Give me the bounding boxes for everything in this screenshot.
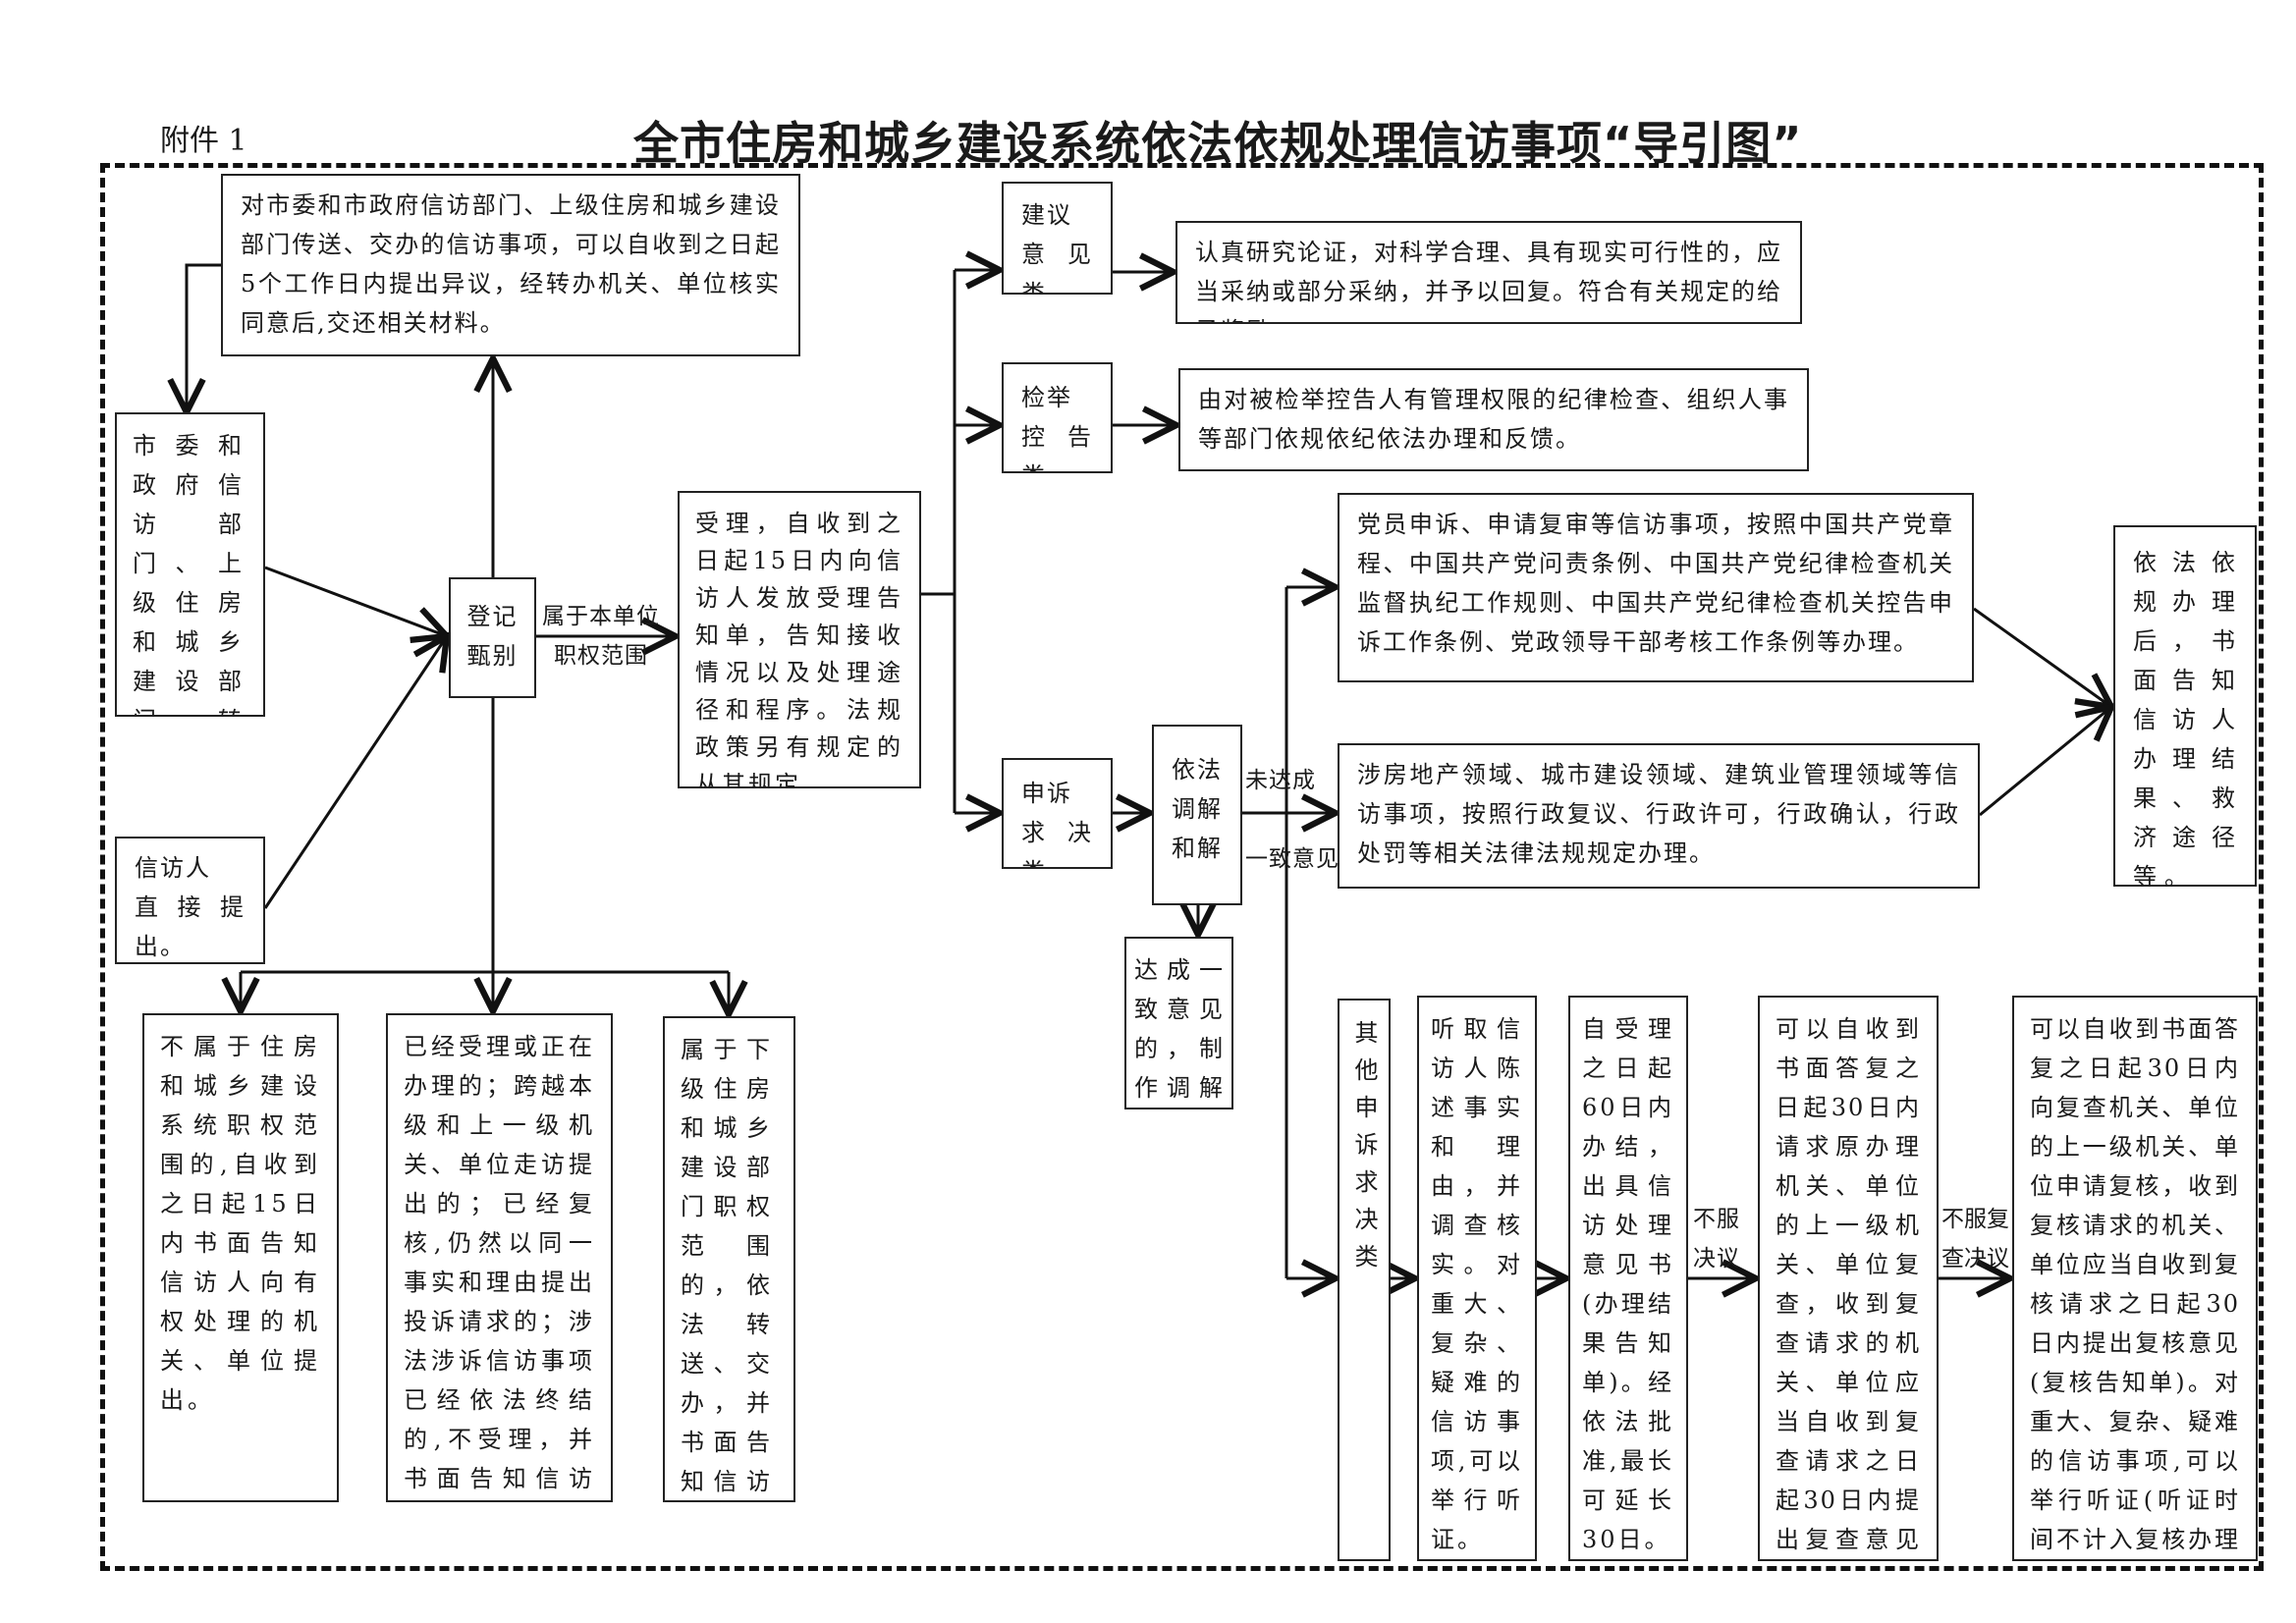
review-text: 可以自收到书面答复之日起30日内请求原办理机关、单位的上一级机关、单位复查，收到… — [1776, 1015, 1921, 1553]
not-in-scope-text: 不属于住房和城乡建设系统职权范围的,自收到之日起15日内书面告知信访人向有权处理… — [160, 1033, 321, 1414]
suggestion-handling-text: 认真研究论证，对科学合理、具有现实可行性的，应当采纳或部分采纳，并予以回复。符合… — [1195, 239, 1782, 322]
registration-text: 登记 甄别 — [466, 603, 519, 670]
appeal-category-box: 申诉 求决类 — [1002, 758, 1113, 869]
acceptance-text: 受理，自收到之日起15日内向信访人发放受理告知单，告知接收情况以及处理途径和程序… — [695, 510, 903, 788]
suggestion-category-box: 建议 意见类 — [1002, 182, 1113, 295]
report-category-text: 检举 控告类 — [1021, 384, 1093, 471]
mediation-text: 依法 调解 和解 — [1172, 756, 1223, 862]
already-handled-box: 已经受理或正在办理的；跨越本级和上一级机关、单位走访提出的；已经复核,仍然以同一… — [386, 1013, 613, 1502]
registration-box: 登记 甄别 — [449, 577, 536, 698]
page-title: 全市住房和城乡建设系统依法依规处理信访事项“导引图” — [633, 117, 1803, 170]
dashed-frame — [100, 163, 2264, 1571]
administrative-appeal-box: 涉房地产领域、城市建设领域、建筑业管理领域等信访事项，按照行政复议、行政许可，行… — [1338, 743, 1980, 889]
recheck-box: 可以自收到书面答复之日起30日内向复查机关、单位的上一级机关、单位申请复核，收到… — [2012, 996, 2258, 1561]
report-category-box: 检举 控告类 — [1002, 362, 1113, 473]
administrative-appeal-text: 涉房地产领域、城市建设领域、建筑业管理领域等信访事项，按照行政复议、行政许可，行… — [1357, 761, 1960, 867]
acceptance-box: 受理，自收到之日起15日内向信访人发放受理告知单，告知接收情况以及处理途径和程序… — [678, 491, 921, 788]
processing-box: 自受理之日起60日内办结，出具信访处理意见书(办理结果告知单)。经依法批准,最长… — [1568, 996, 1688, 1561]
not-agreed-label-top: 未达成 — [1245, 768, 1316, 793]
petitioner-source-box: 信访人 直接提出。 — [115, 837, 265, 964]
already-handled-text: 已经受理或正在办理的；跨越本级和上一级机关、单位走访提出的；已经复核,仍然以同一… — [404, 1033, 595, 1492]
objection-notice-box: 对市委和市政府信访部门、上级住房和城乡建设部门传送、交办的信访事项，可以自收到之… — [221, 174, 800, 356]
party-member-appeal-box: 党员申诉、申请复审等信访事项，按照中国共产党章程、中国共产党问责条例、中国共产党… — [1338, 493, 1974, 682]
mediation-agreement-text: 达成一致意见的，制作调解和解协议书。 — [1134, 956, 1224, 1102]
not-agreed-label-bottom: 一致意见 — [1245, 846, 1339, 872]
arrow-party-member-to-result — [1973, 607, 2111, 707]
arrow-departments-to-registration — [264, 566, 447, 636]
mediation-box: 依法 调解 和解 — [1152, 725, 1242, 905]
other-appeals-box: 其他申诉求决类 — [1338, 999, 1391, 1561]
processing-text: 自受理之日起60日内办结，出具信访处理意见书(办理结果告知单)。经依法批准,最长… — [1582, 1015, 1674, 1553]
departments-source-text: 市委和政府信访部门、上级住房和城乡建设部门转送、交办。 — [133, 432, 247, 715]
petitioner-source-text: 信访人 直接提出。 — [135, 854, 246, 960]
lower-level-box: 属于下级住房和城乡建设部门职权范围的，依法转送、交办，并书面告知信访人。 — [663, 1016, 795, 1502]
arrow-notice-to-departments — [187, 263, 221, 412]
disagree-review-label: 不服复 查决议 — [1941, 1207, 2009, 1271]
hearing-text: 听取信访人陈述事实和理由，并调查核实。对重大、复杂、疑难的信访事项,可以举行听证… — [1431, 1015, 1523, 1553]
departments-source-box: 市委和政府信访部门、上级住房和城乡建设部门转送、交办。 — [115, 412, 265, 717]
arrow-administrative-to-result — [1979, 707, 2111, 817]
lower-level-text: 属于下级住房和城乡建设部门职权范围的，依法转送、交办，并书面告知信访人。 — [681, 1036, 778, 1495]
party-member-appeal-text: 党员申诉、申请复审等信访事项，按照中国共产党章程、中国共产党问责条例、中国共产党… — [1357, 511, 1954, 656]
review-box: 可以自收到书面答复之日起30日内请求原办理机关、单位的上一级机关、单位复查，收到… — [1758, 996, 1939, 1561]
appeal-category-text: 申诉 求决类 — [1021, 780, 1093, 867]
hearing-box: 听取信访人陈述事实和理由，并调查核实。对重大、复杂、疑难的信访事项,可以举行听证… — [1417, 996, 1537, 1561]
arrow-petitioner-to-registration — [263, 636, 447, 909]
disagree-decision-label: 不服 决议 — [1693, 1207, 1740, 1271]
report-handling-box: 由对被检举控告人有管理权限的纪律检查、组织人事等部门依规依纪依法办理和反馈。 — [1178, 368, 1809, 471]
suggestion-handling-box: 认真研究论证，对科学合理、具有现实可行性的，应当采纳或部分采纳，并予以回复。符合… — [1175, 221, 1802, 324]
recheck-text: 可以自收到书面答复之日起30日内向复查机关、单位的上一级机关、单位申请复核，收到… — [2030, 1015, 2240, 1553]
within-scope-label: 属于本单位 职权范围 — [542, 604, 660, 669]
mediation-agreement-box: 达成一致意见的，制作调解和解协议书。 — [1124, 937, 1233, 1109]
suggestion-category-text: 建议 意见类 — [1021, 201, 1093, 295]
not-in-scope-box: 不属于住房和城乡建设系统职权范围的,自收到之日起15日内书面告知信访人向有权处理… — [142, 1013, 339, 1502]
other-appeals-text: 其他申诉求决类 — [1350, 1020, 1378, 1281]
report-handling-text: 由对被检举控告人有管理权限的纪律检查、组织人事等部门依规依纪依法办理和反馈。 — [1198, 386, 1789, 453]
result-notice-text: 依法依规办理后，书面告知信访人办理结果、救济途径等。 — [2133, 549, 2243, 887]
result-notice-box: 依法依规办理后，书面告知信访人办理结果、救济途径等。 — [2113, 525, 2257, 887]
attachment-label: 附件 1 — [160, 124, 247, 158]
objection-notice-text: 对市委和市政府信访部门、上级住房和城乡建设部门传送、交办的信访事项，可以自收到之… — [241, 191, 781, 337]
